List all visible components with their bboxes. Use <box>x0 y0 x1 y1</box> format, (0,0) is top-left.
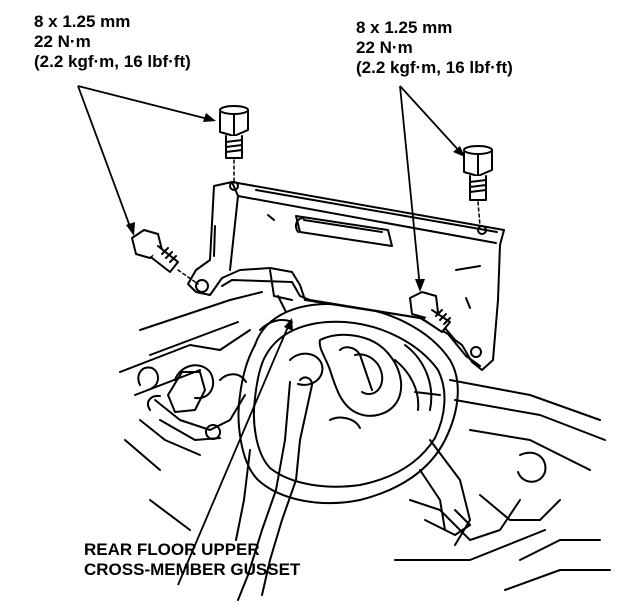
torque-nm-label: 22 N·m <box>34 32 91 51</box>
cross-member-gusset-shape <box>187 181 505 371</box>
torque-nm-label: 22 N·m <box>356 38 413 57</box>
leader-lines <box>77 85 463 586</box>
bolt-top-left-icon <box>219 105 249 159</box>
part-name-label: REAR FLOOR UPPER CROSS-MEMBER GUSSET <box>84 540 300 580</box>
leader-arrowheads <box>126 113 465 331</box>
bolt-side-right-icon <box>409 291 451 333</box>
torque-spec-left: 8 x 1.25 mm 22 N·m (2.2 kgf·m, 16 lbf·ft… <box>34 12 191 72</box>
part-name-line-1: REAR FLOOR UPPER <box>84 540 260 559</box>
chassis-structure <box>119 291 611 591</box>
torque-spec-right: 8 x 1.25 mm 22 N·m (2.2 kgf·m, 16 lbf·ft… <box>356 18 513 78</box>
part-name-line-2: CROSS-MEMBER GUSSET <box>84 560 301 579</box>
gusset-details <box>195 181 498 367</box>
torque-alt-label: (2.2 kgf·m, 16 lbf·ft) <box>34 52 191 71</box>
left-support-hardware <box>137 366 206 413</box>
bolt-size-label: 8 x 1.25 mm <box>34 12 131 31</box>
bolt-top-right-icon <box>463 145 493 201</box>
bolt-size-label: 8 x 1.25 mm <box>356 18 453 37</box>
torque-alt-label: (2.2 kgf·m, 16 lbf·ft) <box>356 58 513 77</box>
bolt-alignment-lines <box>177 159 481 285</box>
bolt-side-left-icon <box>131 229 179 273</box>
